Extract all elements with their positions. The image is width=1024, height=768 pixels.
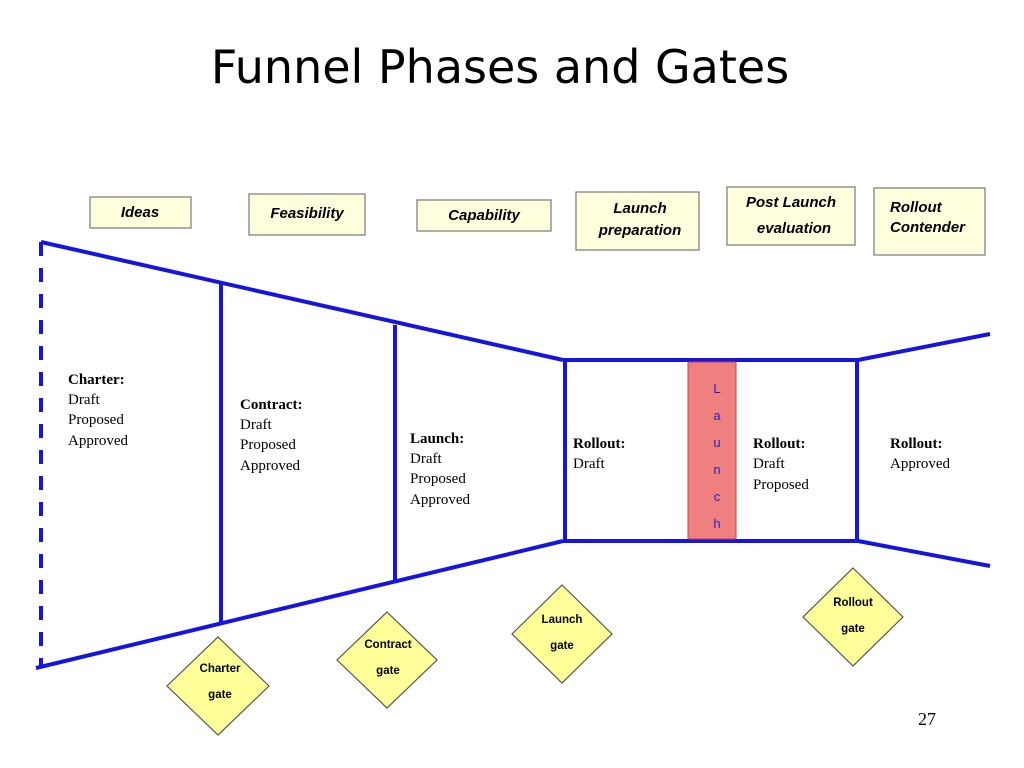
gate-contract: Contract gate [336,611,438,709]
stage-line: Draft [573,456,605,472]
stage-line: Approved [890,456,950,472]
stage-line: Proposed [240,437,296,453]
phase-launch-preparation-line1: Launch [613,200,666,217]
phase-rollout-contender-line2: Contender [890,219,966,236]
launch-letter: n [713,462,720,477]
phase-feasibility-label: Feasibility [270,205,344,222]
stage-heading: Launch: [410,431,464,447]
stage-line: Draft [68,392,100,408]
stage-heading: Rollout: [890,436,943,452]
stage-line: Approved [240,458,300,474]
phase-feasibility: Feasibility [248,193,366,236]
stage-heading: Contract: [240,397,302,413]
funnel-top-edge [40,240,564,362]
stage-heading: Rollout: [573,436,626,452]
stage-rollout-draft: Rollout: Draft [573,436,626,472]
stage-line: Proposed [68,412,124,428]
phase-launch-preparation-line2: preparation [598,222,682,239]
phase-rollout-contender: Rollout Contender [873,187,986,256]
phase-post-launch-line1: Post Launch [746,194,836,211]
stage-launch: Launch: Draft Proposed Approved [410,431,470,508]
stage-rollout-proposed: Rollout: Draft Proposed [753,436,809,493]
gate-label: Launch [542,614,583,626]
gate-label: gate [208,689,232,701]
gate-label: Charter [200,663,241,675]
gate-label: gate [550,640,574,652]
stage-line: Proposed [753,477,809,493]
stage-rollout-approved: Rollout: Approved [890,436,950,472]
slide-title: Funnel Phases and Gates [210,40,790,94]
gate-label: gate [376,665,400,677]
launch-letter: a [713,408,721,423]
stage-line: Draft [240,417,272,433]
stage-contract: Contract: Draft Proposed Approved [240,397,302,474]
phase-post-launch-line2: evaluation [757,220,831,237]
phase-ideas: Ideas [89,196,192,229]
launch-letter: u [713,435,720,450]
gate-rollout: Rollout gate [802,567,904,667]
funnel-widening-bottom [857,539,991,568]
phase-capability: Capability [416,199,552,232]
gate-label: Rollout [833,597,873,609]
launch-letter: h [713,516,720,531]
stage-line: Approved [410,492,470,508]
launch-letter: c [714,489,721,504]
stage-line: Approved [68,433,128,449]
launch-bar: L a u n c h [687,361,737,540]
funnel-bottom-edge [35,539,564,670]
stage-charter: Charter: Draft Proposed Approved [68,372,128,449]
stage-line: Proposed [410,471,466,487]
stage-line: Draft [410,451,442,467]
stage-line: Draft [753,456,785,472]
gate-label: gate [841,623,865,635]
phase-rollout-contender-line1: Rollout [890,199,943,216]
phase-capability-label: Capability [448,207,520,224]
gate-label: Contract [364,639,411,651]
phase-launch-preparation: Launch preparation [575,191,700,251]
phase-ideas-label: Ideas [121,204,159,221]
stage-heading: Rollout: [753,436,806,452]
launch-letter: L [713,381,720,396]
page-number: 27 [918,709,936,729]
phase-post-launch-evaluation: Post Launch evaluation [726,186,856,246]
gate-launch: Launch gate [511,584,613,684]
gate-charter: Charter gate [166,636,270,736]
stage-heading: Charter: [68,372,125,388]
funnel-outline [35,240,991,670]
funnel-widening-top [857,332,991,362]
